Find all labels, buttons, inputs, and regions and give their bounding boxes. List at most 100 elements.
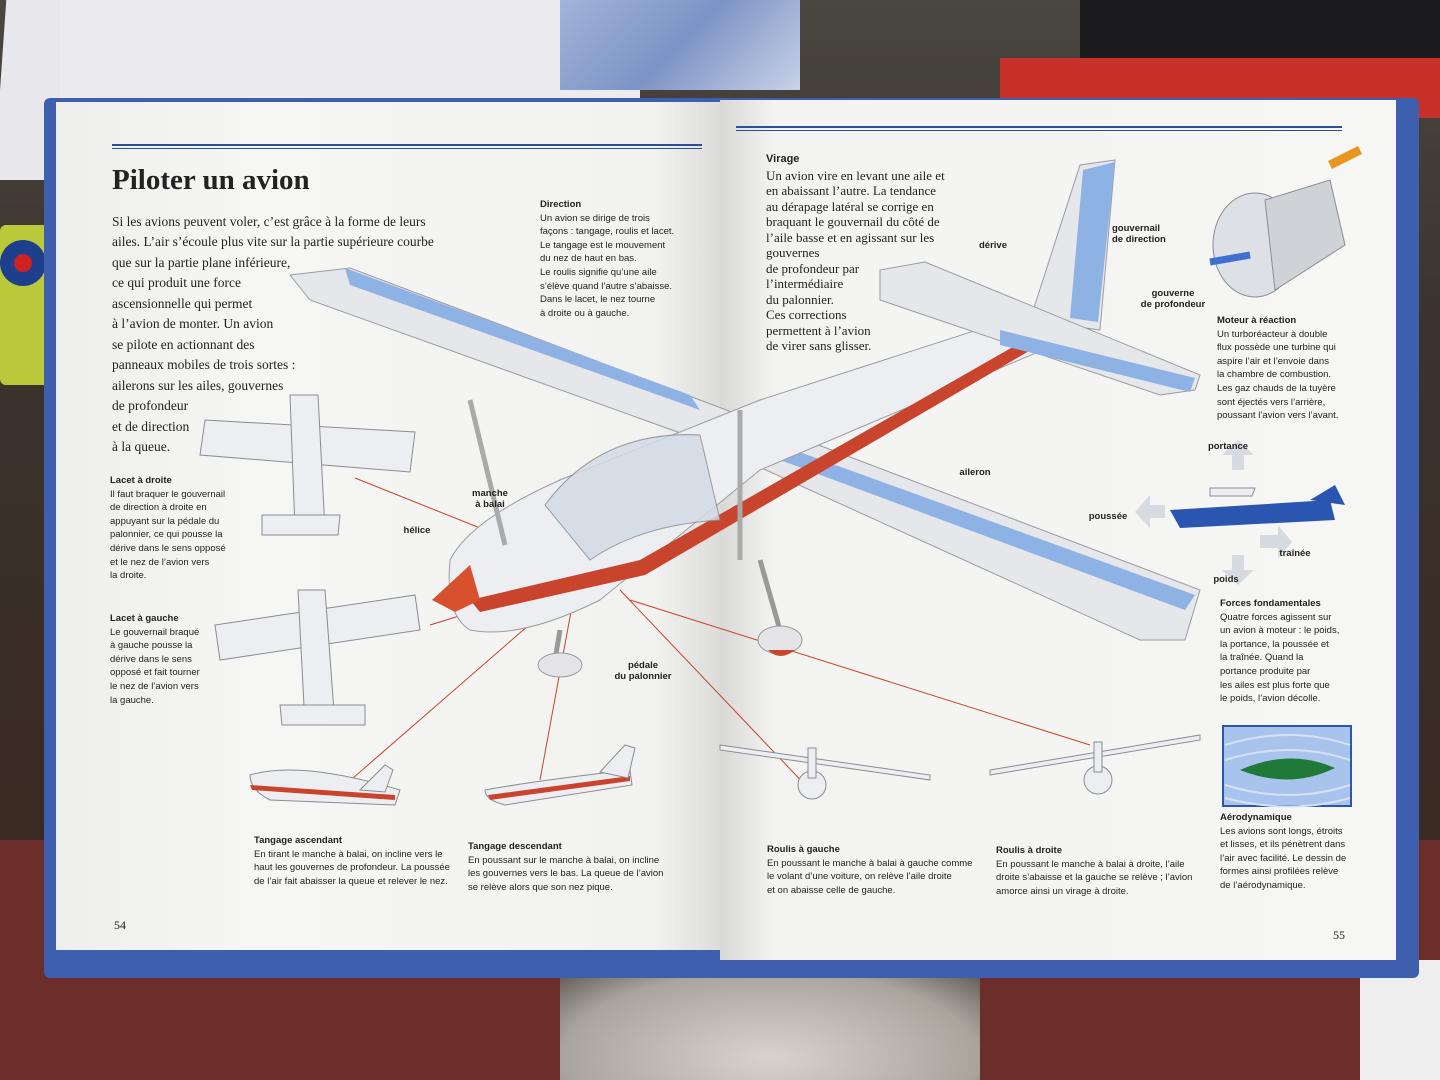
label-poids: poids xyxy=(1213,574,1239,585)
thrust-arrow xyxy=(1135,495,1165,528)
caption-line: de l’aérodynamique. xyxy=(1220,879,1306,891)
label-gouvernail: gouvernail de direction xyxy=(1112,223,1166,245)
page-title: Piloter un avion xyxy=(112,164,310,196)
forces-caption: Forces fondamentales Quatre forces agiss… xyxy=(1220,597,1350,706)
caption-line: Le roulis signifie qu’une aile xyxy=(540,266,657,278)
caption-line: appuyant sur la pédale du xyxy=(110,515,220,527)
roulis-droite-plane xyxy=(989,734,1201,795)
caption-line: et le nez de l’avion vers xyxy=(110,556,210,568)
tangage-ascendant-plane xyxy=(249,764,401,806)
virage-line: de profondeur par xyxy=(766,260,860,276)
label-helice: hélice xyxy=(403,525,431,536)
caption-line: les gouvernes vers le bas. La queue de l… xyxy=(468,868,664,880)
virage-line: de virer sans glisser. xyxy=(766,338,872,353)
left-aileron xyxy=(345,268,700,410)
tangage-descendant-plane xyxy=(484,744,636,806)
caption-line: les ailes est plus forte que xyxy=(1220,679,1330,691)
caption-line: En poussant le manche à balai à gauche c… xyxy=(767,857,973,869)
caption-line: haut les gouvernes de profondeur. La pou… xyxy=(254,862,450,874)
label-trainee: traînée xyxy=(1279,548,1311,559)
roundel-icon xyxy=(0,240,46,286)
caption-line: le nez de l’avion vers xyxy=(110,680,199,692)
caption-line: se relève alors que son nez pique. xyxy=(468,881,613,893)
pointer-line xyxy=(539,589,576,781)
roulis-droite-caption: Roulis à droite En poussant le manche à … xyxy=(996,844,1206,898)
caption-line: portance produite par xyxy=(1220,665,1311,677)
caption-heading: Roulis à gauche xyxy=(767,844,840,855)
caption-line: En tirant le manche à balai, on incline … xyxy=(254,848,443,860)
caption-line: à gauche pousse la xyxy=(110,640,193,652)
caption-line: flux possède une turbine qui xyxy=(1217,342,1336,354)
virage-line: braquant le gouvernail du côté de xyxy=(766,214,940,229)
intro-line: que sur la partie plane inférieure, xyxy=(112,255,291,270)
label-aileron: aileron xyxy=(959,467,991,478)
aero-caption: Aérodynamique Les avions sont longs, étr… xyxy=(1220,811,1350,893)
caption-line: un avion à moteur : le poids, xyxy=(1220,625,1340,637)
intro-line: ce qui produit une force xyxy=(112,275,241,290)
caption-line: de l’air fait abaisser la queue et relev… xyxy=(254,875,448,887)
weight-arrow xyxy=(1222,555,1254,585)
caption-line: En poussant sur le manche à balai, on in… xyxy=(468,854,660,866)
caption-line: Un avion se dirige de trois xyxy=(540,212,650,224)
caption-line: sont éjectés vers l’arrière, xyxy=(1217,396,1326,408)
elevator xyxy=(1000,330,1195,392)
caption-line: s’élève quand l’autre s’abaisse. xyxy=(540,280,673,292)
caption-line: Les gaz chauds de la tuyère xyxy=(1217,382,1336,394)
right-header-rule xyxy=(736,126,1342,131)
caption-line: En poussant le manche à balai à droite, … xyxy=(996,858,1185,870)
intro-line: ailerons sur les ailes, gouvernes xyxy=(112,378,284,393)
lift-arrow xyxy=(1222,440,1254,470)
caption-heading: Lacet à droite xyxy=(110,475,172,486)
aerodynamic-illustration xyxy=(1222,725,1352,808)
caption-line: de direction à droite en xyxy=(110,502,207,514)
roulis-gauche-caption: Roulis à gauche En poussant le manche à … xyxy=(767,843,987,897)
caption-line: dérive dans le sens xyxy=(110,653,192,665)
caption-line: la chambre de combustion. xyxy=(1217,369,1332,381)
tangage-descendant-caption: Tangage descendant En poussant sur le ma… xyxy=(468,840,688,894)
virage-line: gouvernes xyxy=(766,245,820,260)
page-number-right: 55 xyxy=(1333,928,1345,942)
intro-line: Si les avions peuvent voler, c’est grâce… xyxy=(112,214,426,229)
lacet-droite-caption: Lacet à droite Il faut braquer le gouver… xyxy=(110,474,260,583)
caption-line: le poids, l’avion décolle. xyxy=(1220,693,1321,705)
spinner xyxy=(432,565,480,612)
virage-line: permettent à l’avion xyxy=(766,322,871,338)
caption-heading: Lacet à gauche xyxy=(110,613,179,624)
virage-line: au dérapage latéral se corrige en xyxy=(766,198,934,214)
exhaust-arrow xyxy=(1327,145,1363,170)
caption-line: palonnier, ce qui pousse la xyxy=(110,529,223,541)
caption-line: formes ainsi profilées relève xyxy=(1220,866,1339,878)
tangage-ascendant-caption: Tangage ascendant En tirant le manche à … xyxy=(254,834,464,888)
direction-caption: Direction Un avion se dirige de trois fa… xyxy=(540,198,710,320)
cloth xyxy=(560,970,980,1080)
caption-line: opposé et fait tourner xyxy=(110,667,200,679)
virage-paragraph: Virage Un avion vire en levant une aile … xyxy=(766,152,966,354)
main-airplane xyxy=(289,159,1201,678)
intro-line: à l’avion de monter. Un avion xyxy=(112,316,274,331)
caption-line: à droite ou à gauche. xyxy=(540,307,630,319)
caption-heading: Moteur à réaction xyxy=(1217,315,1297,326)
label-portance: portance xyxy=(1207,441,1249,452)
caption-line: Le tangage est le mouvement xyxy=(540,239,666,251)
caption-line: poussant l’avion vers l’avant. xyxy=(1217,410,1339,422)
intro-line: ailes. L’air s’écoule plus vite sur la p… xyxy=(112,234,434,249)
virage-line: du palonnier. xyxy=(766,291,834,307)
label-pedale: pédale du palonnier xyxy=(614,660,672,682)
caption-line: droite s’abaisse et la gauche se relève … xyxy=(996,872,1193,884)
caption-line: la droite. xyxy=(110,570,147,582)
rudder xyxy=(1070,162,1115,322)
caption-line: Les avions sont longs, étroits xyxy=(1220,825,1343,837)
label-manche: manche à balai xyxy=(472,488,508,510)
intro-line: se pilote en actionnant des xyxy=(112,337,255,352)
caption-line: dérive dans le sens opposé xyxy=(110,542,226,554)
roulis-gauche-plane xyxy=(719,744,931,800)
intro-line: et de direction xyxy=(112,419,190,434)
caption-line: Quatre forces agissent sur xyxy=(1220,611,1332,623)
pointer-line xyxy=(619,589,811,791)
forces-plane xyxy=(1135,440,1345,585)
intro-line: ascensionnelle qui permet xyxy=(112,296,253,311)
drag-arrow xyxy=(1260,525,1292,558)
lacet-gauche-caption: Lacet à gauche Le gouvernail braqué à ga… xyxy=(110,612,230,707)
caption-line: aspire l’air et l’envoie dans xyxy=(1217,355,1329,367)
